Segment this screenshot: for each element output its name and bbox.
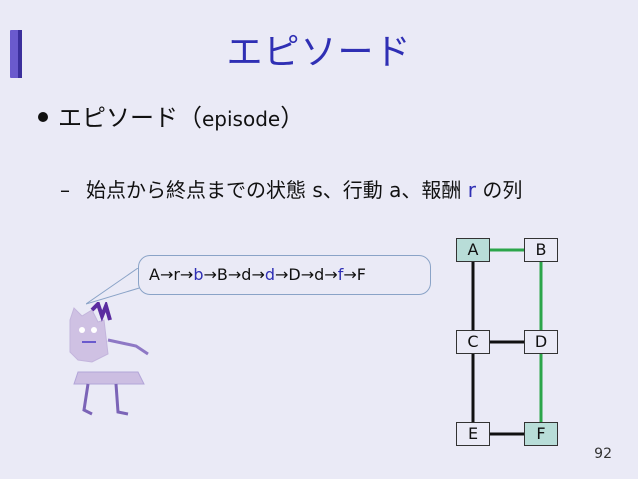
- sub-bullet-text: 始点から終点までの状態 s、行動 a、報酬 r の列: [86, 178, 523, 202]
- page-title: エピソード: [226, 32, 412, 73]
- node-F: F: [524, 422, 558, 446]
- title-accent-bar: [10, 30, 22, 78]
- speech-bubble-tail: [86, 268, 147, 305]
- robot-character-illustration: [69, 302, 149, 416]
- main-bullet: エピソード（episode）: [38, 98, 304, 133]
- state-graph: A B C D E F: [452, 232, 572, 452]
- node-A: A: [456, 238, 490, 262]
- sub-bullet: – 始点から終点までの状態 s、行動 a、報酬 r の列: [60, 174, 522, 203]
- node-E: E: [456, 422, 490, 446]
- bullet-dot-icon: [38, 112, 48, 122]
- node-D: D: [524, 330, 558, 354]
- sub-bullet-dash: –: [60, 178, 70, 202]
- speech-bubble: A→r→b→B→d→d→D→d→f→F: [138, 255, 431, 295]
- node-C: C: [456, 330, 490, 354]
- page-number: 92: [594, 446, 612, 462]
- bullet-text: エピソード（episode）: [58, 104, 305, 132]
- node-B: B: [524, 238, 558, 262]
